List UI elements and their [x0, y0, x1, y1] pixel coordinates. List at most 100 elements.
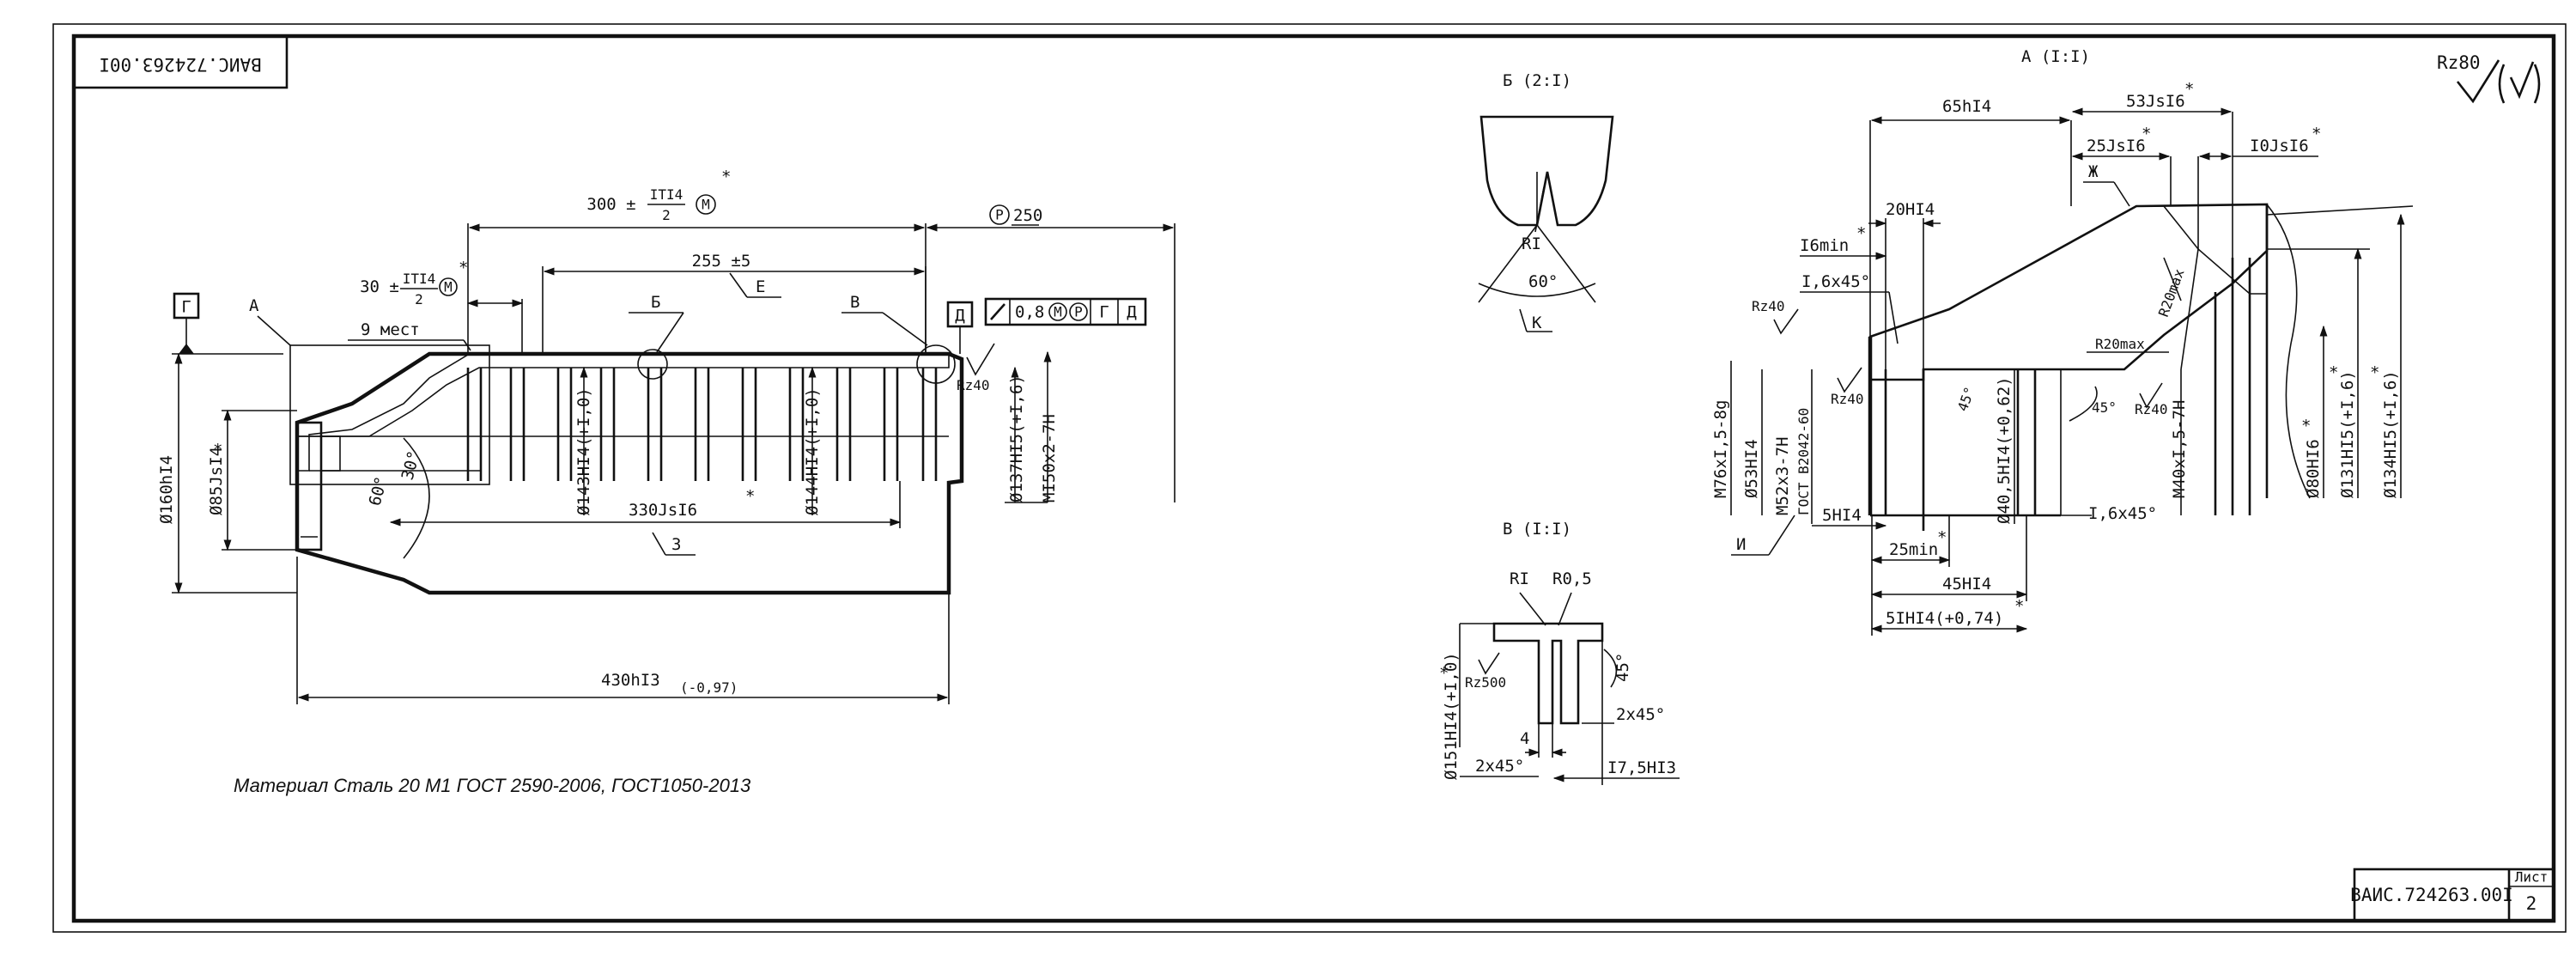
- dim-300-mod: М: [702, 197, 710, 213]
- detail-a-25min-star: *: [1937, 528, 1947, 547]
- detail-a-rz40b: Rz40: [1831, 391, 1864, 407]
- dim-m150: MI50x2-7H: [1040, 414, 1059, 502]
- detail-a-5: 5HI4: [1822, 506, 1862, 525]
- tol-modifier-p: Р: [1074, 304, 1083, 320]
- angle-60: 60°: [366, 474, 392, 508]
- detail-a-45a: 45°: [1954, 385, 1978, 414]
- detail-b: Б (2:I) RI 60° К: [1478, 71, 1614, 332]
- runout-icon: [990, 303, 1005, 320]
- detail-a-25min: 25min: [1889, 540, 1938, 559]
- sheet-label: Лист: [2515, 869, 2549, 886]
- detail-a-45b: 45°: [2092, 399, 2117, 416]
- main-view: Г Д 0,8 М Р Г Д 300 ± ITI4 2: [157, 167, 1176, 704]
- dim-30-mod: М: [444, 279, 453, 295]
- material-note: Материал Сталь 20 М1 ГОСТ 2590-2006, ГОС…: [234, 775, 751, 796]
- detail-a-m52: M52x3-7H: [1773, 436, 1792, 515]
- detail-v-r05: R0,5: [1552, 569, 1592, 588]
- detail-a-m76: M76xI,5-8g: [1711, 400, 1730, 498]
- detail-a-i: И: [1736, 535, 1746, 554]
- detail-a-25: 25JsI6: [2087, 137, 2146, 155]
- detail-v-45: 45°: [1613, 653, 1632, 682]
- dim-330: 330JsI6: [629, 501, 697, 520]
- detail-a-45: 45HI4: [1942, 575, 1991, 594]
- tol-datum-g: Г: [1099, 303, 1109, 322]
- angle-30: 30°: [398, 448, 424, 482]
- detail-a-80-star: *: [2301, 417, 2311, 435]
- dim-30-den: 2: [415, 291, 423, 308]
- detail-v-175: I7,5HI3: [1607, 758, 1676, 777]
- dim-250: 250: [1013, 206, 1042, 225]
- tolerance-frame: 0,8 М Р Г Д: [984, 297, 1147, 326]
- detail-a-131: Ø131HI5(+I,6): [2338, 370, 2357, 498]
- dim-85-star: *: [213, 441, 222, 460]
- ref-b: Б: [651, 293, 660, 312]
- dim-330-star: *: [745, 487, 755, 506]
- ref-a: А: [249, 296, 259, 315]
- label-z: З: [671, 535, 681, 554]
- sheet-frame: [52, 23, 2567, 933]
- detail-b-angle: 60°: [1528, 272, 1558, 291]
- detail-a-ch16b: I,6x45°: [2088, 504, 2157, 523]
- detail-a-d53: Ø53HI4: [1742, 439, 1761, 498]
- detail-a-405: Ø40,5HI4(+0,62): [1995, 376, 2014, 524]
- detail-v-title: В (I:I): [1503, 520, 1571, 539]
- dim-300: 300 ±: [586, 195, 635, 214]
- detail-a-53-star: *: [2184, 80, 2194, 99]
- detail-a-title: А (I:I): [2021, 47, 2090, 66]
- dim-30: 30 ±: [360, 277, 399, 296]
- detail-b-circle: [637, 349, 668, 380]
- detail-a-r20a: R20max: [2155, 266, 2188, 319]
- detail-a-m40: M40xI,5-7H: [2170, 400, 2189, 498]
- detail-a-65: 65hI4: [1942, 97, 1991, 116]
- detail-v-rz500: Rz500: [1465, 674, 1506, 691]
- detail-a: А (I:I) 65hI4 53JsI6 * 25Js: [1711, 47, 2414, 636]
- detail-v-circle: [916, 344, 956, 384]
- label-e: Е: [756, 277, 765, 296]
- dim-430-tol: (-0,97): [680, 679, 738, 696]
- dim-430: 430hI3: [601, 671, 660, 690]
- tol-datum-d: Д: [1127, 303, 1137, 322]
- groove-set: [466, 368, 938, 481]
- detail-a-51-star: *: [2014, 597, 2024, 616]
- detail-a-134-star: *: [2370, 363, 2379, 382]
- detail-a-20: 20HI4: [1886, 200, 1935, 219]
- dim-143: Ø143HI4(+I,0): [574, 387, 593, 515]
- detail-a-r20b: R20max: [2095, 336, 2145, 352]
- detail-a-53: 53JsI6: [2126, 92, 2185, 111]
- dim-144: Ø144HI4(+I,0): [803, 387, 822, 515]
- detail-v-chamfer1: 2x45°: [1616, 705, 1665, 724]
- dim-300-den: 2: [662, 207, 671, 223]
- title-block: ВАИС.724263.00I Лист 2: [2350, 868, 2555, 923]
- dim-255: 255 ±5: [692, 252, 751, 271]
- nine-places: 9 мест: [361, 320, 420, 339]
- rz40-main: Rz40: [957, 377, 990, 393]
- detail-v-151: Ø151HI4(+I,0): [1442, 652, 1461, 780]
- detail-a-gost: ГОСТ B2042-60: [1795, 408, 1812, 515]
- detail-a-10: I0JsI6: [2250, 137, 2309, 155]
- detail-a-25-star: *: [2142, 125, 2151, 143]
- ref-v: В: [850, 293, 860, 312]
- detail-a-16-star: *: [1856, 224, 1866, 243]
- dim-30-star: *: [459, 259, 468, 277]
- rotated-stamp: ВАИС.724263.00I: [72, 34, 289, 89]
- detail-a-131-star: *: [2329, 363, 2338, 382]
- detail-a-zh: Ж: [2088, 162, 2099, 181]
- dim-300-num: ITI4: [650, 186, 683, 203]
- detail-a-16: I6min: [1800, 236, 1849, 255]
- dim-250-mod: Р: [995, 207, 1004, 223]
- doc-number: ВАИС.724263.00I: [2350, 885, 2513, 905]
- detail-a-51: 5IHI4(+0,74): [1886, 609, 2003, 628]
- detail-b-k: К: [1532, 314, 1542, 332]
- general-roughness: Rz80: [2437, 52, 2541, 104]
- detail-a-134: Ø134HI5(+I,6): [2381, 370, 2400, 498]
- detail-v-r1: RI: [1510, 569, 1529, 588]
- detail-a-rz40a: Rz40: [1752, 298, 1785, 314]
- dim-137: Ø137HI5(+I,6): [1007, 374, 1026, 502]
- detail-a-80: Ø80HI6: [2304, 439, 2323, 498]
- detail-a-rz40c: Rz40: [2135, 401, 2168, 417]
- tol-modifier-m: М: [1054, 304, 1062, 320]
- rotated-doc-number: ВАИС.724263.00I: [99, 54, 262, 75]
- dim-160: Ø160hI4: [157, 455, 176, 524]
- detail-v-chamfer2: 2x45°: [1475, 757, 1524, 776]
